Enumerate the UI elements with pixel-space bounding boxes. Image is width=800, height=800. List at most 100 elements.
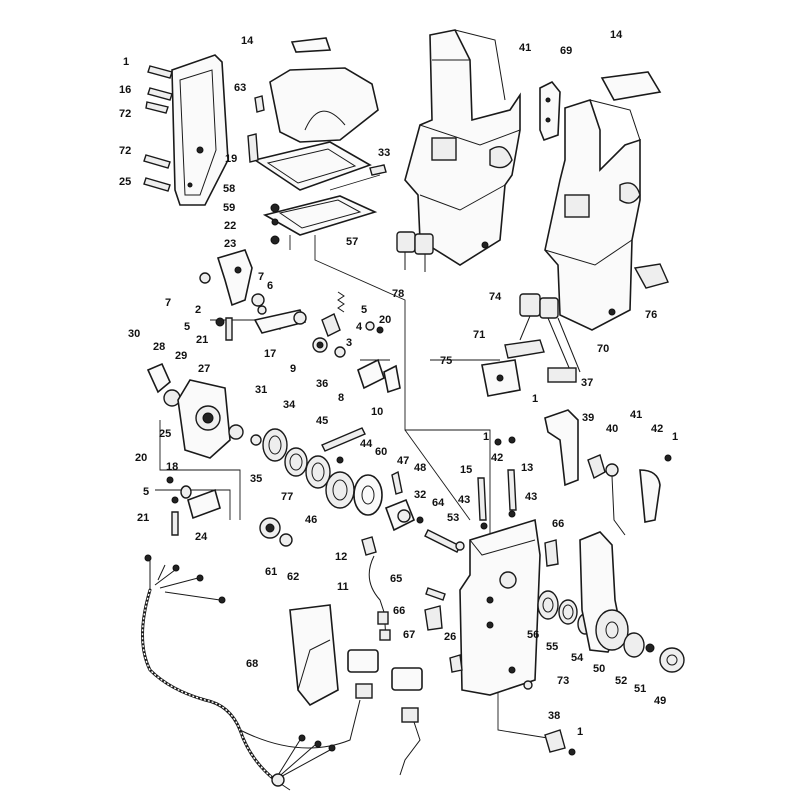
callout: 33 — [378, 147, 390, 159]
callout: 24 — [195, 531, 208, 543]
callout: 4 — [356, 321, 363, 333]
callout: 69 — [560, 45, 572, 57]
callout: 46 — [305, 514, 317, 526]
callout: 5 — [143, 486, 149, 498]
callout: 2 — [195, 304, 201, 316]
part-76 — [633, 263, 669, 289]
callout: 23 — [224, 238, 236, 250]
connector-12-11 — [361, 536, 391, 641]
callout: 75 — [440, 355, 452, 367]
callout: 70 — [597, 343, 609, 355]
callout: 1 — [483, 431, 489, 443]
callout: 1 — [577, 726, 583, 738]
callout: 25 — [119, 176, 131, 188]
callout: 76 — [645, 309, 657, 321]
callout: 22 — [224, 220, 236, 232]
control-box-41 — [404, 29, 521, 266]
pin-65 — [425, 587, 446, 601]
screws-left — [143, 65, 173, 192]
callout: 20 — [379, 314, 391, 326]
connectors-67 — [347, 649, 423, 776]
callout: 39 — [582, 412, 594, 424]
callout: 19 — [225, 153, 237, 165]
bolts-15-13-43 — [477, 469, 517, 530]
callout: 11 — [337, 581, 349, 593]
base-cover-58 — [247, 133, 387, 245]
plate-66 — [424, 539, 559, 631]
shaft-64 — [424, 529, 465, 553]
callout: 32 — [414, 489, 426, 501]
callout: 58 — [223, 183, 235, 195]
callout: 21 — [137, 512, 149, 524]
callout: 56 — [527, 629, 539, 641]
callout: 53 — [447, 512, 459, 524]
callout: 16 — [119, 84, 131, 96]
lever-2 — [216, 249, 253, 307]
callout: 51 — [634, 683, 646, 695]
callout: 62 — [287, 571, 299, 583]
callout: 71 — [473, 329, 485, 341]
callout: 8 — [338, 392, 344, 404]
callout: 25 — [159, 428, 171, 440]
springs-3-5 — [321, 291, 384, 337]
shaft-45 — [321, 427, 366, 464]
callout: 17 — [264, 348, 276, 360]
callout: 5 — [184, 321, 190, 333]
spring-31 — [250, 434, 262, 446]
lever-8-10 — [357, 358, 401, 394]
callout: 73 — [557, 675, 569, 687]
callout: 35 — [250, 473, 262, 485]
callout: 48 — [414, 462, 426, 474]
callout: 43 — [525, 491, 537, 503]
callout: 27 — [198, 363, 210, 375]
callout-labels: 1 16 72 72 25 14 63 19 58 59 22 23 33 57… — [119, 29, 678, 738]
lower-housing-section — [289, 604, 339, 707]
plate-71 — [504, 339, 545, 359]
callout: 55 — [546, 641, 558, 653]
callout: 43 — [458, 494, 470, 506]
callout: 40 — [606, 423, 618, 435]
callout: 42 — [651, 423, 663, 435]
callout: 47 — [397, 455, 409, 467]
callout: 66 — [393, 605, 405, 617]
callout: 64 — [432, 497, 445, 509]
callout: 77 — [281, 491, 293, 503]
callout: 57 — [346, 236, 358, 248]
parts-26-73 — [449, 654, 533, 690]
callout: 20 — [135, 452, 147, 464]
callout: 34 — [283, 399, 296, 411]
callout: 59 — [223, 202, 235, 214]
lever-arm-50 — [579, 531, 685, 673]
parts-39-40-41-42 — [494, 436, 672, 536]
part-38 — [544, 729, 576, 756]
callout: 7 — [165, 297, 171, 309]
wiring-harness-68 — [141, 554, 361, 791]
parts-18-20-24 — [166, 476, 221, 536]
callout: 66 — [552, 518, 564, 530]
callout: 14 — [241, 35, 254, 47]
callout: 67 — [403, 629, 415, 641]
plate-75 — [481, 359, 521, 397]
callout: 28 — [153, 341, 165, 353]
callout: 26 — [444, 631, 456, 643]
callout: 38 — [548, 710, 560, 722]
callout: 49 — [654, 695, 666, 707]
callout: 68 — [246, 658, 258, 670]
callout: 21 — [196, 334, 208, 346]
callout: 36 — [316, 378, 328, 390]
callout: 13 — [521, 462, 533, 474]
top-cover — [254, 37, 379, 143]
callout: 42 — [491, 452, 503, 464]
callout: 52 — [615, 675, 627, 687]
label-plate-14-right — [600, 71, 662, 101]
callout: 44 — [360, 438, 373, 450]
callout: 41 — [519, 42, 531, 54]
callout: 18 — [166, 461, 178, 473]
callout: 14 — [610, 29, 623, 41]
control-box-right — [544, 98, 641, 331]
bracket-37 — [544, 409, 579, 487]
callout: 6 — [267, 280, 273, 292]
main-housing — [459, 518, 541, 696]
callout: 74 — [489, 291, 502, 303]
linkage-17 — [253, 309, 307, 334]
